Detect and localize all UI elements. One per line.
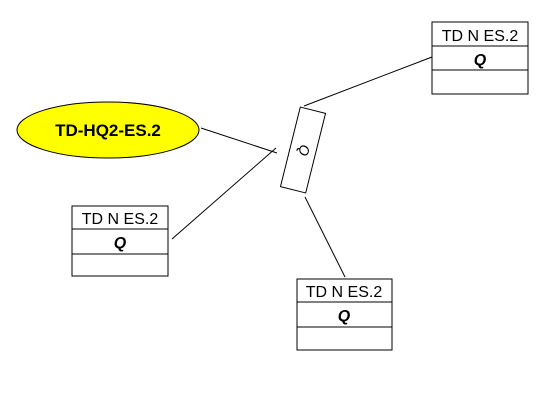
entity-title: TD N ES.2 <box>442 28 519 45</box>
connector-top-right <box>303 56 433 107</box>
entity-title: TD N ES.2 <box>306 284 383 301</box>
entity-frame <box>431 21 529 95</box>
entity-attribute: Q <box>338 308 351 325</box>
entity-box-bottom[interactable]: TD N ES.2 Q <box>296 278 393 351</box>
entity-frame <box>296 278 393 351</box>
connector-ellipse <box>200 127 278 154</box>
relationship-box <box>279 106 327 194</box>
entity-box-left[interactable]: TD N ES.2 Q <box>71 205 169 277</box>
entity-attribute: Q <box>474 52 487 69</box>
relationship-node[interactable]: Q <box>279 106 327 194</box>
ellipse-shape <box>16 101 200 159</box>
entity-box-top-right[interactable]: TD N ES.2 Q <box>431 21 529 95</box>
connectors <box>171 56 433 278</box>
connector-bottom <box>304 196 346 278</box>
entity-title: TD N ES.2 <box>82 211 159 228</box>
ellipse-label: TD-HQ2-ES.2 <box>55 121 161 140</box>
entity-attribute: Q <box>114 235 127 252</box>
ellipse-node[interactable]: TD-HQ2-ES.2 <box>16 101 200 159</box>
connector-left <box>171 147 277 240</box>
entity-frame <box>71 205 169 277</box>
relationship-label: Q <box>295 143 313 158</box>
